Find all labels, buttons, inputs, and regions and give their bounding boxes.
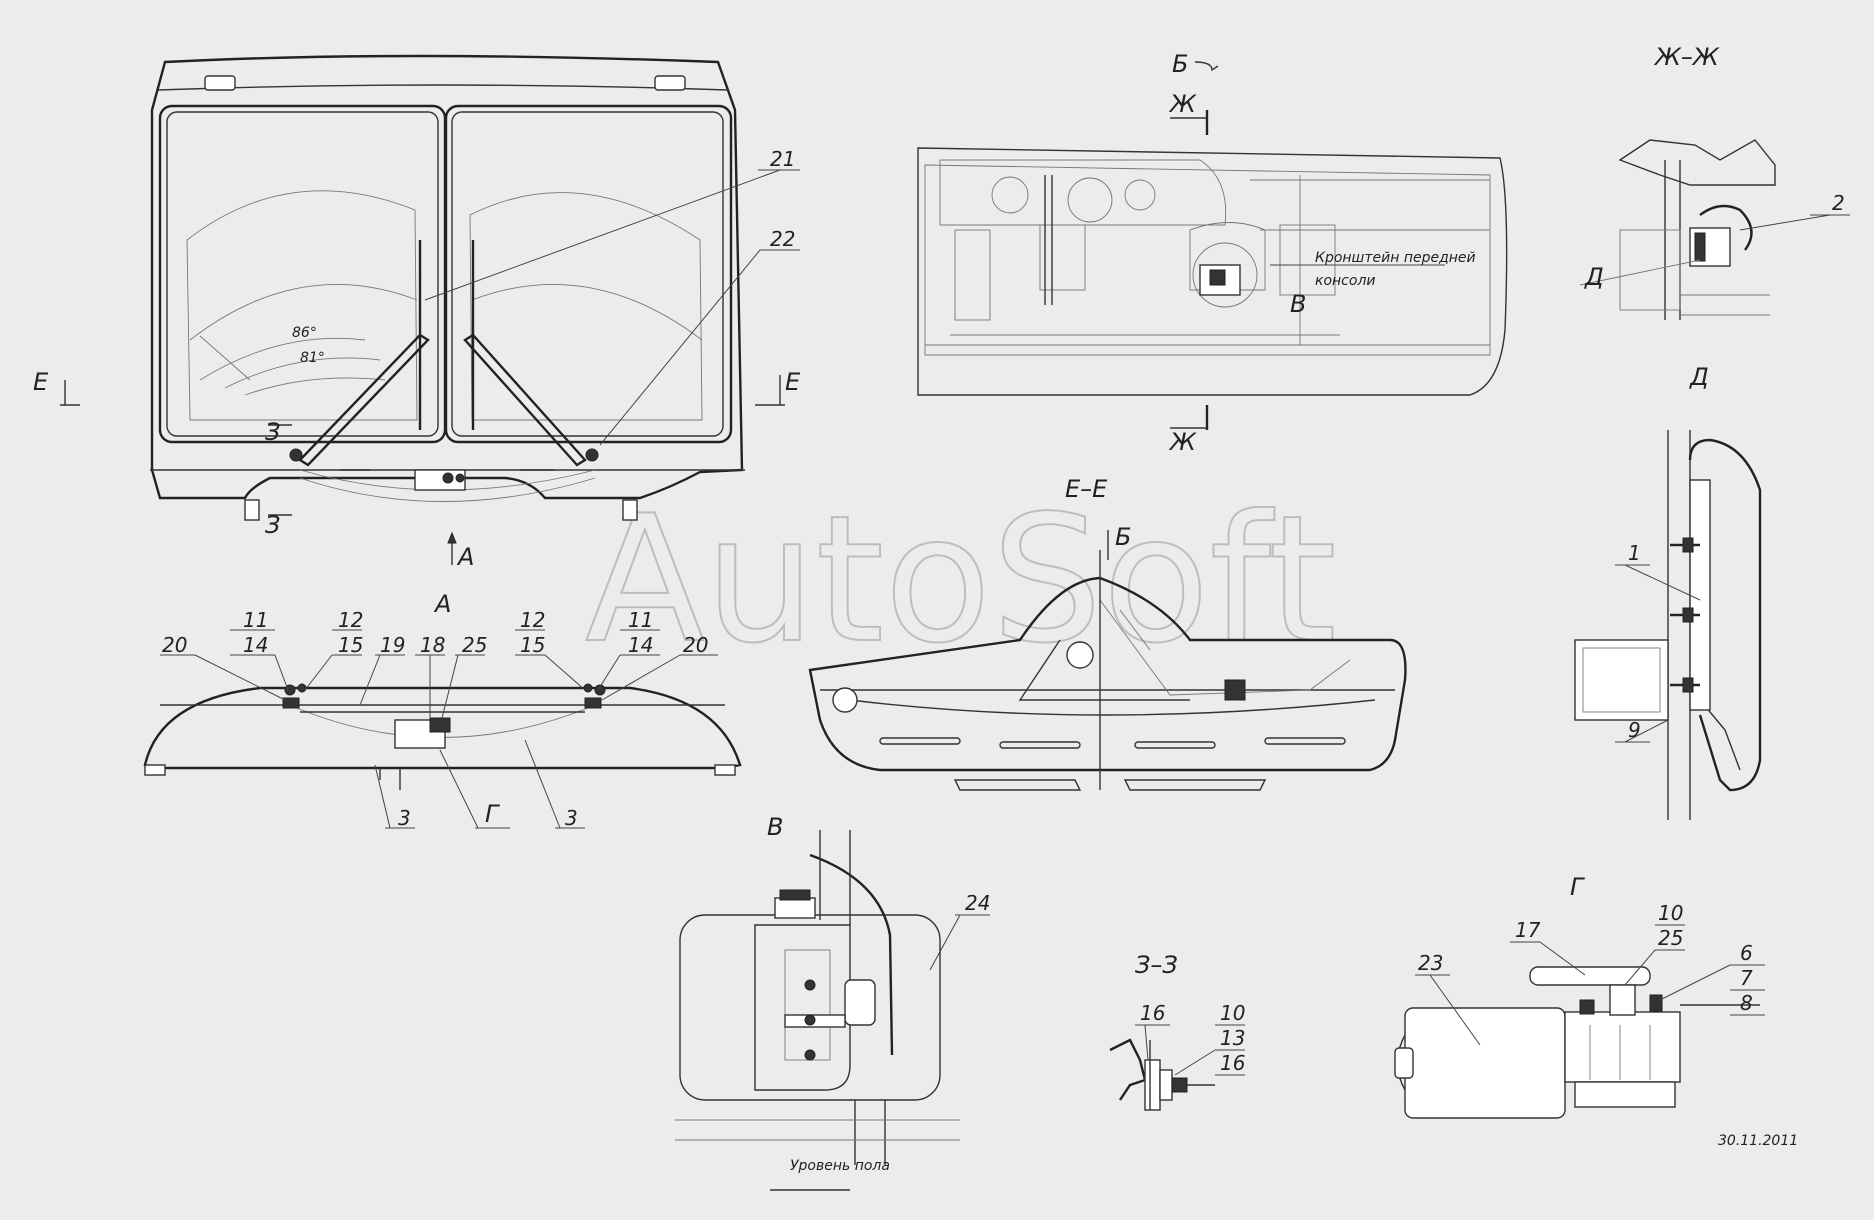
label-A-arrow: А [456,543,474,571]
label-Z-top: З [265,418,280,446]
front-view [60,54,785,565]
detail-G-drawing [1394,966,1760,1119]
callout-A-3R: 3 [565,806,578,830]
drawing-date: 30.11.2011 [1718,1133,1798,1149]
label-Zh-top: Ж [1168,90,1197,118]
label-V: В [1290,290,1306,318]
callout-A-11R: 11 [628,608,653,632]
label-E-right: Е [785,368,801,396]
view-A-drawing [143,683,742,790]
callout-A-12L: 12 [338,608,363,632]
callout-G-7: 7 [1740,966,1753,990]
callout-21: 21 [770,147,795,171]
section-EE-title: Е–Е [1065,475,1108,503]
detail-V-title: В [767,813,783,841]
callout-ZZ-16b: 16 [1220,1051,1245,1075]
callout-D-9: 9 [1628,718,1641,742]
label-B-arrow: Б [1172,50,1188,78]
label-A-G: Г [485,800,500,828]
section-ZZ-drawing [1109,1038,1215,1111]
callout-ZZ-10: 10 [1220,1001,1245,1025]
callout-A-25: 25 [462,633,487,657]
callout-ZZ-13: 13 [1220,1026,1245,1050]
detail-V-drawing [675,830,960,1191]
detail-D-drawing [1574,430,1762,820]
callout-A-12R: 12 [520,608,545,632]
callout-G-17: 17 [1515,918,1541,942]
callout-A-20L: 20 [162,633,187,657]
section-ZhZh-title: Ж–Ж [1653,43,1720,71]
callout-A-11L: 11 [243,608,268,632]
callout-G-23: 23 [1418,951,1443,975]
detail-D-title: Д [1689,363,1709,391]
callout-V-24: 24 [965,891,990,915]
callout-G-8: 8 [1740,991,1753,1015]
callout-G-10: 10 [1658,901,1683,925]
callout-A-15L: 15 [338,633,363,657]
label-E-left: Е [33,368,49,396]
label-ZhZh-D: Д [1584,263,1604,291]
note-bracket-line2: консоли [1315,273,1375,289]
callout-G-6: 6 [1740,941,1753,965]
callout-A-18: 18 [420,633,445,657]
label-Z-bottom: З [265,511,280,539]
detail-G-title: Г [1570,873,1585,901]
section-ZhZh-drawing [1579,139,1776,320]
callout-A-14R: 14 [628,633,653,657]
view-A-title: А [433,590,451,618]
label-Zh-bottom: Ж [1168,428,1197,456]
callout-ZZ-16a: 16 [1140,1001,1165,1025]
angle-81: 81° [300,350,325,366]
callout-22: 22 [770,227,795,251]
callout-A-19: 19 [380,633,405,657]
callout-D-1: 1 [1628,541,1641,565]
angle-86: 86° [292,325,317,341]
callout-A-15R: 15 [520,633,545,657]
label-EE-B: Б [1115,523,1131,551]
floor-level-note: Уровень пола [790,1158,890,1174]
callout-A-14L: 14 [243,633,268,657]
note-bracket-line1: Кронштейн передней [1315,250,1476,266]
top-view-dashboard [917,147,1508,396]
section-ZZ-title: З–З [1135,951,1178,979]
callout-A-20R: 20 [683,633,708,657]
callout-G-25: 25 [1658,926,1683,950]
callout-ZhZh-2: 2 [1832,191,1845,215]
callout-A-3L: 3 [398,806,411,830]
section-EE-drawing [808,550,1407,791]
